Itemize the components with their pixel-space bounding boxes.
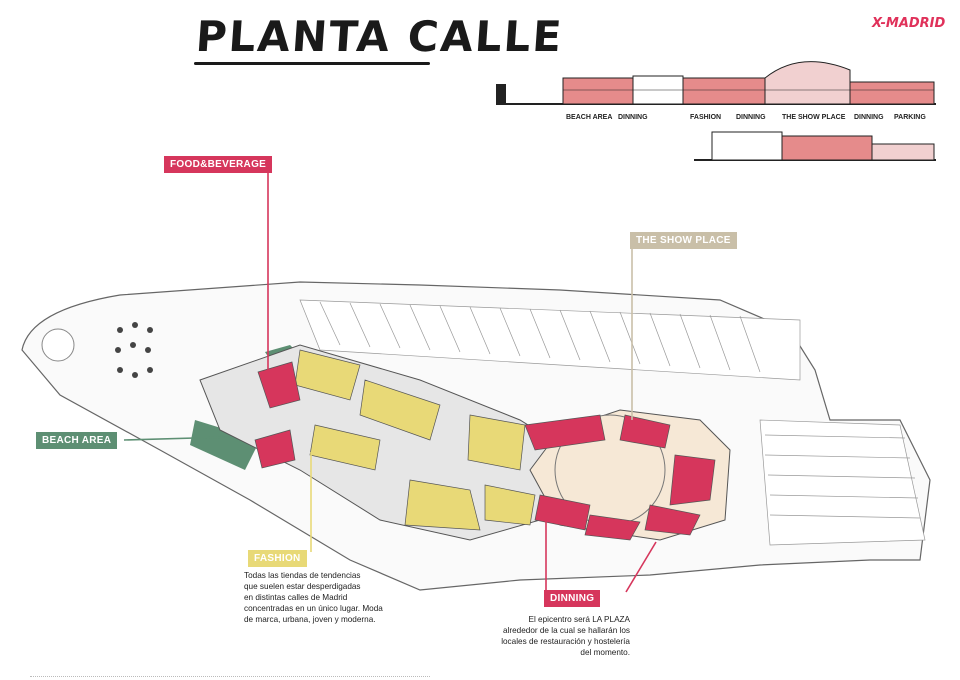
section-label: DINNING	[854, 114, 884, 121]
section-label: THE SHOW PLACE	[782, 114, 846, 121]
dinning-note-line: alrededor de la cual se hallarán los	[503, 626, 630, 635]
tag-show-place: THE SHOW PLACE	[630, 232, 737, 249]
footer-divider	[30, 676, 430, 678]
tag-fashion: FASHION	[248, 550, 307, 567]
tag-beach-area: BEACH AREA	[36, 432, 118, 449]
fashion-note-line: que suelen estar desperdigadas	[244, 582, 361, 591]
section-label: DINNING	[618, 114, 648, 121]
section-label: FASHION	[690, 114, 722, 121]
mall-building	[199, 344, 561, 541]
dinning-note-line: del momento.	[580, 648, 630, 657]
tag-dinning: DINNING	[544, 590, 601, 607]
fashion-description: Todas las tiendas de tendencias que suel…	[244, 570, 424, 625]
section-label: BEACH AREA	[566, 114, 613, 121]
parking-upper	[299, 299, 801, 381]
plaza	[524, 409, 731, 541]
fashion-note-line: Todas las tiendas de tendencias	[244, 571, 361, 580]
fashion-note-line: de marca, urbana, joven y moderna.	[244, 615, 376, 624]
dinning-description: El epicentro será LA PLAZA alrededor de …	[468, 614, 630, 658]
fashion-note-line: concentradas en un único lugar. Moda	[244, 604, 383, 613]
section-label: PARKING	[894, 114, 926, 121]
section-label: DINNING	[736, 114, 766, 121]
dinning-note-line: El epicentro será LA PLAZA	[528, 615, 631, 624]
dinning-note-line: locales de restauración y hostelería	[501, 637, 630, 646]
brand-logo: X-MADRID	[872, 16, 946, 31]
section-elevation-bottom	[694, 131, 936, 161]
fashion-note-line: en distintas calles de Madrid	[244, 593, 348, 602]
section-elevation-top	[496, 61, 936, 105]
title-underline	[194, 62, 430, 65]
parking-right	[759, 419, 926, 546]
tag-food-beverage: FOOD&BEVERAGE	[164, 156, 273, 173]
